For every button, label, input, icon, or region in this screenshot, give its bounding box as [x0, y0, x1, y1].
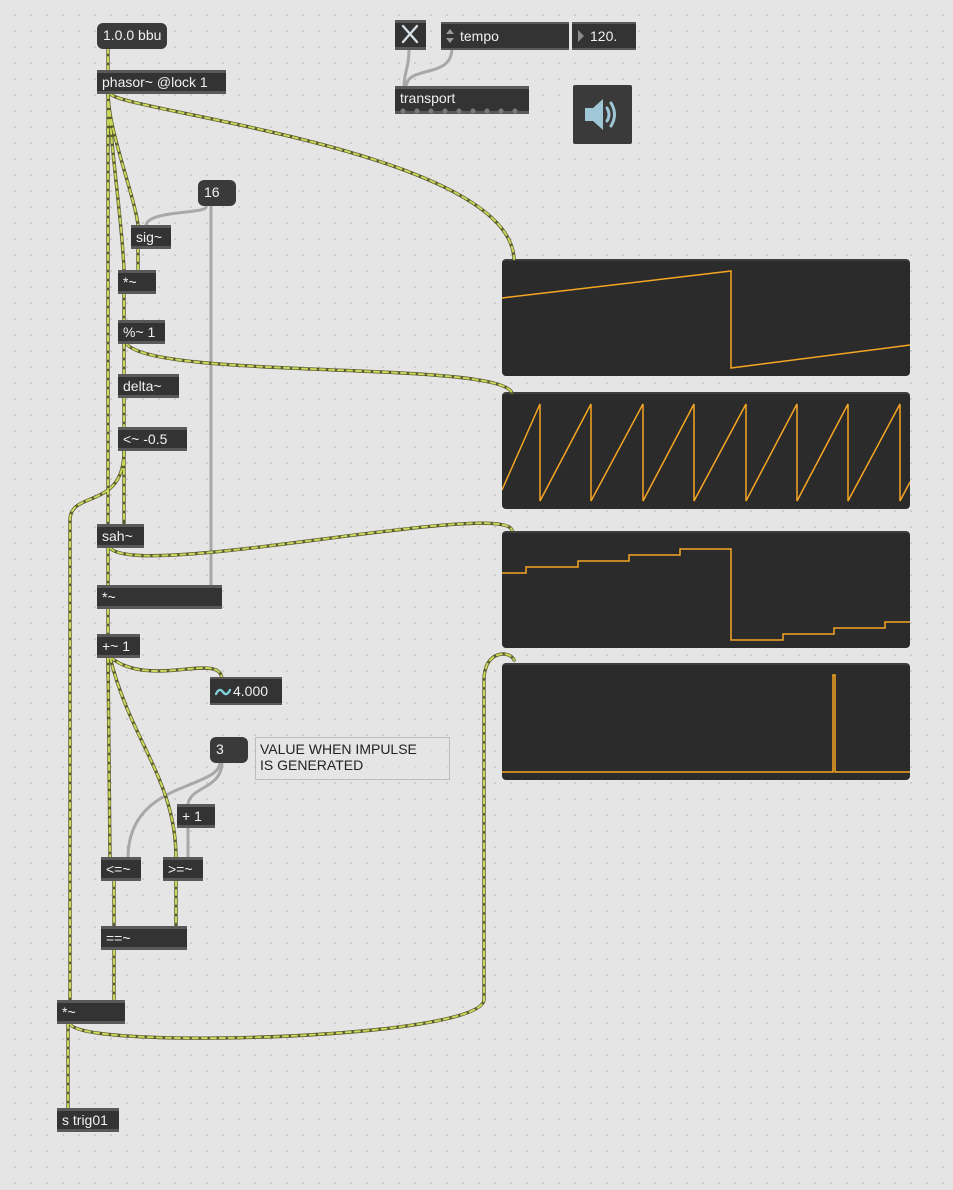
- multiply-3-label: *~: [62, 1004, 76, 1020]
- cord-target-plusone: [186, 760, 224, 808]
- cord-tempo-transport: [404, 46, 454, 90]
- greater-equal-label: >=~: [168, 861, 193, 877]
- impulse-comment: VALUE WHEN IMPULSE IS GENERATED: [255, 737, 450, 780]
- transport-toggle[interactable]: [395, 20, 426, 50]
- x-toggle-icon: [401, 24, 419, 44]
- multiply-object-3[interactable]: *~: [57, 1000, 125, 1024]
- target-message-label: 3: [216, 741, 224, 757]
- less-than-label: <~ -0.5: [123, 431, 168, 447]
- plus-one-signal-label: +~ 1: [102, 638, 131, 654]
- tempo-attribute-menu[interactable]: tempo: [441, 22, 569, 50]
- transport-outlets: [400, 108, 518, 114]
- plus-one-label: + 1: [182, 808, 202, 824]
- scope-phasor-line: [502, 270, 910, 369]
- steps-message[interactable]: 16: [198, 180, 236, 206]
- scope-subdivision-trace: [502, 403, 910, 502]
- less-than-object[interactable]: <~ -0.5: [118, 427, 187, 451]
- signal-number-box[interactable]: 4.000: [210, 677, 282, 705]
- sig-object[interactable]: sig~: [131, 225, 171, 249]
- comment-line-1: VALUE WHEN IMPULSE: [260, 741, 417, 757]
- triangle-right-icon: [578, 30, 584, 42]
- send-label: s trig01: [62, 1112, 108, 1128]
- transport-label: transport: [400, 90, 456, 106]
- scope-step-values[interactable]: [502, 531, 910, 648]
- sah-label: sah~: [102, 528, 133, 544]
- phasor-object[interactable]: phasor~ @lock 1: [97, 70, 226, 94]
- equal-object[interactable]: ==~: [101, 926, 187, 950]
- multiply-1-label: *~: [123, 274, 137, 290]
- steps-message-label: 16: [204, 184, 220, 200]
- scope-subdivision-ramp[interactable]: [502, 392, 910, 509]
- phasor-label: phasor~ @lock 1: [102, 74, 208, 90]
- tempo-value: 120.: [590, 28, 618, 44]
- cord-steps-sig: [144, 205, 208, 228]
- transport-object[interactable]: transport: [395, 86, 529, 114]
- modulo-object[interactable]: %~ 1: [118, 320, 165, 344]
- sig-label: sig~: [136, 229, 163, 245]
- dac-speaker-button[interactable]: [573, 85, 632, 144]
- target-message[interactable]: 3: [210, 737, 248, 763]
- comment-line-2: IS GENERATED: [260, 757, 364, 773]
- scope-impulse[interactable]: [502, 663, 910, 780]
- tempo-label: tempo: [460, 28, 499, 44]
- plus-one-signal-object[interactable]: +~ 1: [97, 634, 140, 658]
- scope-subdivision-line: [502, 403, 910, 502]
- less-equal-object[interactable]: <=~: [101, 857, 141, 881]
- tilde-wave-icon: [215, 688, 231, 696]
- scope-step-line: [502, 548, 910, 641]
- greater-equal-object[interactable]: >=~: [163, 857, 203, 881]
- bbu-message-label: 1.0.0 bbu: [103, 27, 162, 43]
- multiply-object-1[interactable]: *~: [118, 270, 156, 294]
- tempo-number-box[interactable]: 120.: [572, 22, 636, 50]
- speaker-icon: [585, 99, 616, 130]
- scope-phasor-trace: [502, 270, 910, 369]
- signal-number-value: 4.000: [233, 683, 269, 699]
- scope-phasor[interactable]: [502, 259, 910, 376]
- scope-impulse-trace: [502, 674, 910, 773]
- multiply-object-2[interactable]: *~: [97, 585, 222, 609]
- send-object[interactable]: s trig01: [57, 1108, 119, 1132]
- up-down-arrows-icon: [446, 29, 454, 43]
- bbu-message[interactable]: 1.0.0 bbu: [97, 23, 168, 49]
- delta-label: delta~: [123, 378, 162, 394]
- equal-label: ==~: [106, 930, 131, 946]
- less-equal-label: <=~: [106, 861, 131, 877]
- cord-toggle-transport: [402, 46, 411, 90]
- delta-object[interactable]: delta~: [118, 374, 179, 398]
- scope-impulse-line: [502, 674, 910, 773]
- multiply-2-label: *~: [102, 589, 116, 605]
- scope-step-trace: [502, 548, 910, 641]
- modulo-label: %~ 1: [123, 324, 156, 340]
- sah-object[interactable]: sah~: [97, 524, 144, 548]
- plus-one-object[interactable]: + 1: [177, 804, 215, 828]
